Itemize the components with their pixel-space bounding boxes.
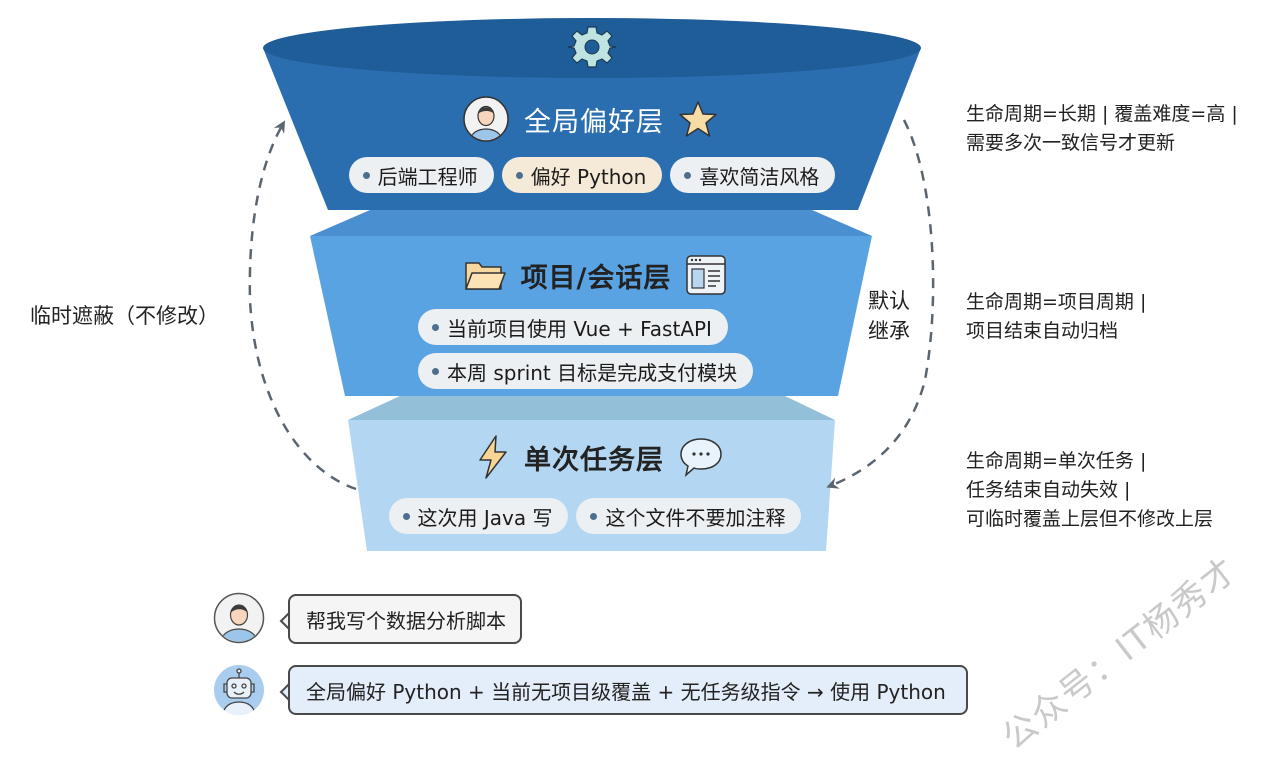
project-layer-header: 项目/会话层 (440, 250, 750, 300)
chat-bubble-icon (680, 438, 722, 478)
task-layer-note: 生命周期=单次任务 | 任务结束自动失效 | 可临时覆盖上层但不修改上层 (966, 447, 1213, 534)
user-message-text: 帮我写个数据分析脚本 (306, 608, 506, 633)
chip-backend-engineer: 后端工程师 (348, 157, 494, 193)
task-layer-title: 单次任务层 (524, 444, 664, 476)
default-inherit-label-line2: 继承 (868, 319, 910, 343)
project-note-line1: 生命周期=项目周期 | (966, 291, 1147, 313)
global-note-line2: 需要多次一致信号才更新 (966, 132, 1176, 154)
task-note-line3: 可临时覆盖上层但不修改上层 (966, 508, 1214, 530)
bot-message-text: 全局偏好 Python + 当前无项目级覆盖 + 无任务级指令 → 使用 Pyt… (306, 679, 946, 704)
default-inherit-label: 默认 继承 (868, 286, 910, 346)
global-layer-note: 生命周期=长期 | 覆盖难度=高 | 需要多次一致信号才更新 (966, 100, 1238, 158)
chip-use-java: 这次用 Java 写 (388, 498, 569, 534)
user-message-bubble: 帮我写个数据分析脚本 (288, 594, 522, 644)
chip-no-comments: 这个文件不要加注释 (576, 498, 802, 534)
browser-window-icon (686, 255, 727, 295)
chip-simple-style: 喜欢简洁风格 (670, 157, 836, 193)
memory-layer-diagram: 全局偏好层 后端工程师 偏好 Python 喜欢简洁风格 项目/会话层 当前项目… (30, 18, 1246, 758)
gear-icon (567, 26, 617, 68)
task-layer-header: 单次任务层 (460, 432, 740, 482)
chip-prefer-python: 偏好 Python (501, 157, 663, 193)
task-layer-chips: 这次用 Java 写 这个文件不要加注释 (384, 498, 806, 534)
robot-icon (214, 665, 264, 715)
chip-sprint-goal: 本周 sprint 目标是完成支付模块 (418, 353, 754, 389)
user-avatar-icon (463, 96, 509, 142)
lightning-icon (479, 435, 507, 479)
default-inherit-arrow (826, 119, 935, 489)
star-icon (679, 101, 717, 137)
bot-message-bubble: 全局偏好 Python + 当前无项目级覆盖 + 无任务级指令 → 使用 Pyt… (288, 665, 968, 715)
project-note-line2: 项目结束自动归档 (966, 320, 1119, 342)
user-avatar-icon (213, 592, 265, 644)
temporary-mask-arrow (248, 120, 357, 491)
folder-icon (464, 262, 506, 290)
default-inherit-label-line1: 默认 (868, 289, 910, 313)
global-layer-chips: 后端工程师 偏好 Python 喜欢简洁风格 (330, 157, 854, 193)
project-layer-note: 生命周期=项目周期 | 项目结束自动归档 (966, 288, 1146, 346)
global-layer-header: 全局偏好层 (420, 94, 760, 144)
project-layer-title: 项目/会话层 (520, 262, 672, 294)
global-layer-title: 全局偏好层 (524, 106, 664, 138)
global-note-line1: 生命周期=长期 | 覆盖难度=高 | (966, 103, 1238, 125)
chip-vue-fastapi: 当前项目使用 Vue + FastAPI (418, 309, 728, 345)
task-note-line2: 任务结束自动失效 | (966, 479, 1131, 501)
temporary-mask-label: 临时遮蔽（不修改） (30, 304, 219, 328)
task-note-line1: 生命周期=单次任务 | (966, 450, 1147, 472)
